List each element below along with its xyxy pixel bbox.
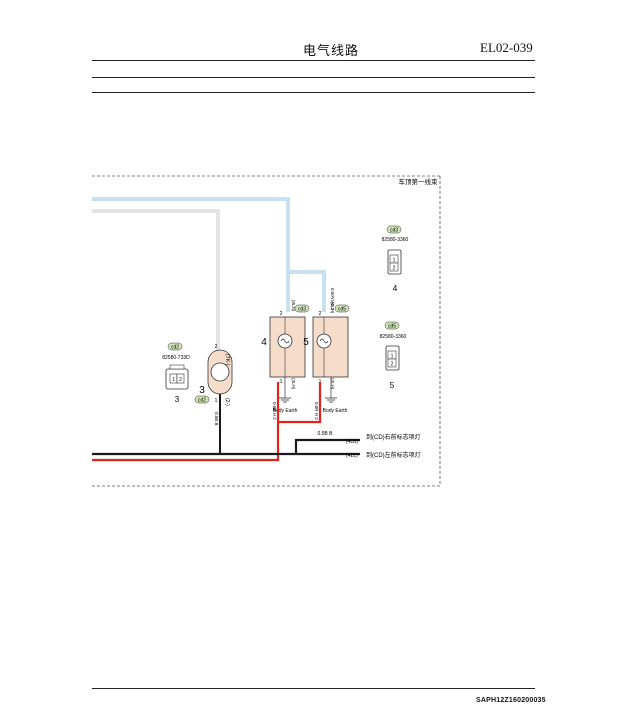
- connector-cd2-pin1: 1: [172, 377, 175, 383]
- lamp-4-tag: cd3: [298, 307, 306, 313]
- blue-wire: [92, 197, 326, 312]
- connector-cd2-tag: cd2: [171, 345, 179, 351]
- page-title: 电气线路: [303, 43, 360, 58]
- red-wire: [92, 382, 322, 462]
- header-rule: [92, 60, 535, 61]
- lamp-5-pin-top: 2: [319, 311, 322, 317]
- connector-cd3-part: 82580-3360: [382, 237, 409, 243]
- sensor-3: 3 2 1 (TK-) (2-) cd2: [194, 344, 233, 406]
- gray-wire: [92, 209, 220, 350]
- lamp-5-wire-color: 0.5R H 2: [314, 402, 319, 420]
- connector-cd2-index: 3: [175, 395, 180, 404]
- lamp-5-number: 5: [303, 337, 309, 348]
- sensor-3-wire-color: 0.5B B: [214, 412, 219, 426]
- section-rule-top: [92, 77, 535, 78]
- connector-cd5-part: 82580-3360: [380, 334, 407, 340]
- connector-cd2-part: 82580-733D: [162, 355, 190, 361]
- connector-cd3-index: 4: [393, 284, 398, 293]
- lamp-5-wire-top-color: 0.50Y/AL 2: [330, 288, 335, 311]
- right-wire-1-gauge: 0.5B B: [317, 431, 333, 437]
- sensor-3-wire-top: (TK-): [224, 354, 230, 366]
- right-wire-2: (4LL) 到(CD)左前标志项灯: [346, 451, 421, 459]
- lamp-4: 4 2 1 (0LN) (3LH) cd3 Body Earth: [261, 300, 310, 414]
- connector-cd5-index: 5: [390, 381, 395, 390]
- lamp-4-number: 4: [261, 337, 267, 348]
- harness-boundary: [92, 175, 441, 487]
- lamp-4-wire-bottom: (3LH): [291, 378, 296, 390]
- connector-cd3-tag: cd3: [390, 228, 398, 234]
- section-rule-bottom: [92, 92, 535, 93]
- page-code: EL02-039: [480, 40, 533, 55]
- connector-cd5-tag: cd5: [388, 324, 396, 330]
- right-wire-2-code: (4LL): [346, 453, 358, 459]
- sensor-3-pin-top: 2: [215, 344, 218, 350]
- sensor-3-pin-bottom: 1: [215, 398, 218, 404]
- lamp-5: 5 2 1 0.50Y/AL 2 (0LH) (3LH) cd5 Body Ea…: [303, 288, 350, 414]
- footer-rule: [92, 688, 535, 689]
- lamp-5-ground: Body Earth: [323, 408, 348, 414]
- sensor-3-tag: cd2: [198, 398, 206, 404]
- right-wire-1: 0.5B B (4LB) 到(CD)右前标志项灯: [317, 431, 420, 445]
- connector-cd3-pin1: 1: [393, 258, 396, 264]
- right-wire-1-code: (4LB): [346, 439, 359, 445]
- sensor-3-number: 3: [199, 385, 205, 396]
- connector-cd2: cd2 82580-733D 1 2 3: [162, 342, 190, 404]
- connector-cd5: cd5 82580-3360 1 2 5: [380, 321, 407, 390]
- connector-cd3-pin2: 2: [393, 266, 396, 272]
- connector-cd3: cd3 82580-3360 1 2 4: [382, 225, 409, 293]
- right-wire-1-target: 到(CD)右前标志项灯: [366, 433, 421, 441]
- sensor-3-wire-bottom: (2-): [224, 398, 230, 406]
- lamp-5-wire-top: (0LH): [330, 302, 335, 314]
- lamp-4-wire-color: 0.5R H 2: [272, 402, 277, 420]
- connector-cd5-pin2: 2: [391, 362, 394, 368]
- lamp-4-ground: Body Earth: [273, 408, 298, 414]
- footer-code: SAPH12Z160200035: [476, 697, 546, 704]
- connector-cd2-pin2: 2: [179, 377, 182, 383]
- lamp-4-wire-top: (0LN): [291, 300, 296, 312]
- lamp-4-pin-bottom: 1: [280, 379, 283, 385]
- harness-label: 车顶第一线束: [399, 177, 439, 186]
- black-wire: [92, 438, 360, 456]
- lamp-4-pin-top: 2: [280, 311, 283, 317]
- lamp-5-wire-bottom: (3LH): [330, 378, 335, 390]
- lamp-5-tag: cd5: [338, 307, 346, 313]
- right-wire-2-target: 到(CD)左前标志项灯: [366, 451, 421, 459]
- connector-cd5-pin1: 1: [391, 354, 394, 360]
